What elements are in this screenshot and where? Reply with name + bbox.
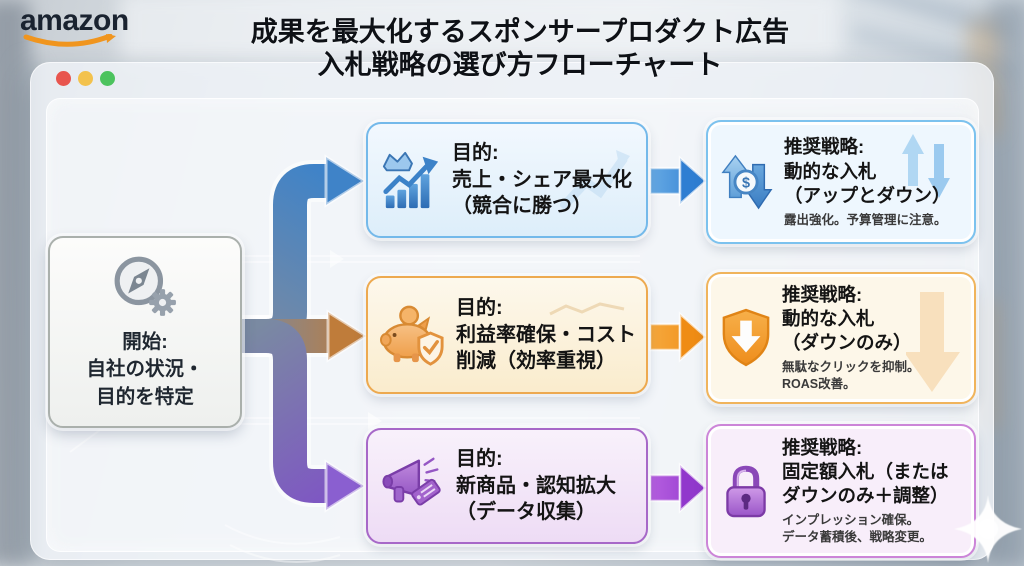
purpose-heading: 目的: — [452, 142, 499, 165]
strategy-line2: （アップとダウン） — [784, 184, 951, 206]
purpose-line1: 新商品・認知拡大 — [456, 474, 616, 497]
purpose-line1: 利益率確保・コスト — [456, 323, 636, 346]
purpose-node-awareness: 目的: 新商品・認知拡大 （データ収集） — [366, 428, 648, 544]
page-title: 成果を最大化するスポンサープロダクト広告 入札戦略の選び方フローチャート — [251, 16, 789, 83]
strategy-heading: 推奨戦略: — [782, 284, 863, 306]
strategy-node-dynamic-updown: $ 推奨戦略: 動的な入札 （アップとダウン） 露出強化。予算管理に注意。 — [706, 120, 976, 244]
shield-down-arrow-icon — [720, 308, 772, 368]
padlock-icon — [720, 461, 772, 521]
purpose-node-sales: 目的: 売上・シェア最大化 （競合に勝つ） — [366, 122, 648, 238]
close-button[interactable] — [56, 71, 71, 86]
bar-chart-crown-icon — [380, 148, 442, 212]
strategy-line1: 動的な入札 — [782, 308, 875, 330]
purpose-heading: 目的: — [456, 297, 503, 320]
purpose-heading: 目的: — [456, 448, 503, 471]
amazon-logo: amazon — [20, 6, 129, 49]
amazon-logo-text: amazon — [20, 4, 129, 37]
compass-gear-icon — [106, 253, 184, 319]
strategy-note-line1: 無駄なクリックを抑制。 — [782, 360, 920, 375]
strategy-heading: 推奨戦略: — [784, 136, 865, 158]
start-node: 開始: 自社の状況・ 目的を特定 — [48, 236, 242, 428]
start-node-line1: 開始: — [122, 331, 168, 354]
megaphone-tag-icon — [380, 454, 446, 518]
strategy-note-line2: データ蓄積後、戦略変更。 — [782, 530, 933, 545]
strategy-node-fixed-bid: 推奨戦略: 固定額入札（または ダウンのみ＋調整） インプレッション確保。 デー… — [706, 424, 976, 558]
zoom-button[interactable] — [100, 71, 115, 86]
strategy-line2: （ダウンのみ） — [782, 332, 912, 354]
purpose-line1: 売上・シェア最大化 — [452, 168, 632, 191]
strategy-note: 露出強化。予算管理に注意。 — [784, 212, 947, 227]
purpose-line2: （データ収集） — [456, 501, 596, 524]
purpose-node-profit: 目的: 利益率確保・コスト 削減（効率重視） — [366, 276, 648, 394]
page-title-line2: 入札戦略の選び方フローチャート — [317, 50, 723, 81]
strategy-line2: ダウンのみ＋調整） — [782, 485, 949, 507]
strategy-heading: 推奨戦略: — [782, 437, 863, 459]
purpose-line2: （競合に勝つ） — [452, 195, 592, 218]
strategy-note-line1: インプレッション確保。 — [782, 513, 920, 528]
page-title-line1: 成果を最大化するスポンサープロダクト広告 — [250, 17, 790, 47]
purpose-line2: 削減（効率重視） — [456, 350, 616, 373]
piggy-bank-shield-icon — [380, 303, 446, 367]
minimize-button[interactable] — [78, 71, 93, 86]
start-node-line3: 目的を特定 — [96, 385, 194, 408]
background-light-top — [120, 0, 840, 62]
strategy-line1: 固定額入札（または — [782, 461, 949, 483]
start-node-line2: 自社の状況・ — [86, 358, 204, 381]
strategy-note-line2: ROAS改善。 — [782, 377, 856, 392]
strategy-line1: 動的な入札 — [784, 160, 877, 182]
dollar-up-down-icon: $ — [720, 152, 774, 212]
strategy-node-dynamic-down: 推奨戦略: 動的な入札 （ダウンのみ） 無駄なクリックを抑制。 ROAS改善。 — [706, 272, 976, 404]
svg-text:$: $ — [742, 175, 750, 191]
amazon-smile-icon — [23, 34, 116, 47]
